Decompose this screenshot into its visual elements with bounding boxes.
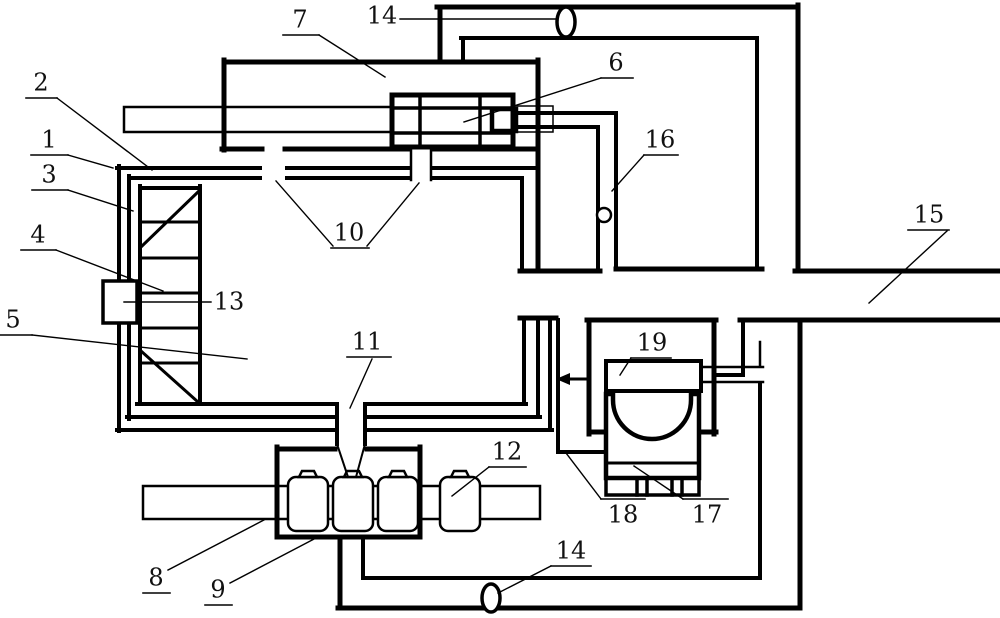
part-label-14-top: 14 xyxy=(367,2,557,30)
louver-column-4 xyxy=(138,184,202,406)
part-number-text: 10 xyxy=(334,219,365,247)
valve-outlet-stubs xyxy=(409,145,433,182)
part-number-text: 13 xyxy=(214,288,245,316)
part-label-9: 9 xyxy=(204,536,319,606)
part-label-3: 3 xyxy=(31,161,134,212)
part-label-1: 1 xyxy=(30,126,114,169)
leader-line xyxy=(167,519,265,571)
part-number-text: 11 xyxy=(352,328,383,356)
valve-symbol-on-pipe-16 xyxy=(595,206,613,224)
burner-tube xyxy=(122,105,394,134)
part-label-7: 7 xyxy=(282,6,386,78)
part-label-10: 10 xyxy=(275,180,420,249)
part-label-16: 16 xyxy=(611,126,679,192)
valve-block-6 xyxy=(389,92,554,182)
bypass-pipe-16 xyxy=(511,111,765,273)
pump-cup-17 xyxy=(603,391,702,481)
bottles xyxy=(286,469,482,533)
part-label-8: 8 xyxy=(142,519,265,594)
part-label-11: 11 xyxy=(346,328,392,409)
bottle-1 xyxy=(286,469,330,533)
part-number-text: 15 xyxy=(914,201,945,229)
part-label-18: 18 xyxy=(565,452,646,529)
part-number-text: 1 xyxy=(41,126,56,154)
part-number-text: 4 xyxy=(30,221,45,249)
leader-line xyxy=(497,565,552,594)
leader-line xyxy=(275,180,334,247)
leader-line xyxy=(67,154,114,169)
motor-19 xyxy=(604,359,703,393)
leader-line xyxy=(463,77,602,123)
leader-line xyxy=(633,465,684,500)
discharge-chute-11 xyxy=(335,402,367,446)
part-number-text: 17 xyxy=(692,501,723,529)
bottle-2 xyxy=(331,469,375,533)
heater-box-7 xyxy=(219,57,541,274)
part-number-text: 18 xyxy=(608,501,639,529)
bottle-4 xyxy=(438,469,482,533)
part-label-5: 5 xyxy=(0,306,248,360)
leader-line xyxy=(67,189,134,212)
part-label-12: 12 xyxy=(451,438,527,497)
bottom-return-pipes-14 xyxy=(335,383,803,611)
part-number-text: 7 xyxy=(292,6,307,34)
leader-line xyxy=(31,334,248,360)
furnace-walls xyxy=(115,164,554,433)
part-number-text: 5 xyxy=(5,306,20,334)
part-number-text: 14 xyxy=(556,537,587,565)
part-number-text: 2 xyxy=(33,69,48,97)
part-label-15: 15 xyxy=(868,201,950,304)
part-number-text: 9 xyxy=(210,576,225,604)
part-label-4: 4 xyxy=(20,221,164,292)
leader-line xyxy=(611,154,645,192)
drain-arrow xyxy=(556,373,590,385)
part-number-text: 19 xyxy=(637,329,668,357)
leader-line xyxy=(318,34,386,78)
fan-symbol-top-14 xyxy=(555,5,577,39)
part-label-13: 13 xyxy=(123,288,245,316)
part-label-2: 2 xyxy=(25,69,153,171)
filling-box-9 xyxy=(274,444,423,540)
leader-line xyxy=(565,452,602,500)
part-label-19: 19 xyxy=(619,329,672,376)
part-label-6: 6 xyxy=(463,49,634,123)
leader-line xyxy=(55,249,164,292)
leader-line xyxy=(366,182,420,247)
sensor-box-13 xyxy=(101,279,139,325)
top-outer-pipe xyxy=(434,2,1000,274)
fan-symbol-bottom-14 xyxy=(480,582,502,614)
part-label-14-bottom: 14 xyxy=(497,537,592,594)
leader-line xyxy=(56,97,153,171)
part-number-text: 16 xyxy=(645,126,676,154)
part-label-17: 17 xyxy=(633,465,729,529)
leader-line xyxy=(229,536,319,584)
part-number-text: 8 xyxy=(148,564,163,592)
bottle-3 xyxy=(376,469,420,533)
part-number-text: 6 xyxy=(608,49,623,77)
leader-line xyxy=(349,358,373,409)
leader-line xyxy=(868,230,948,304)
chute-funnel-lines xyxy=(335,442,367,479)
leader-line xyxy=(619,357,632,376)
pump-housing xyxy=(584,317,719,437)
part-number-text: 12 xyxy=(492,438,523,466)
part-number-text: 3 xyxy=(41,161,56,189)
pump-branch-pipes xyxy=(698,318,765,384)
leader-line xyxy=(451,466,490,497)
part-number-text: 14 xyxy=(367,2,398,30)
suction-channel-18 xyxy=(556,318,608,454)
top-inner-pipe xyxy=(459,36,759,271)
